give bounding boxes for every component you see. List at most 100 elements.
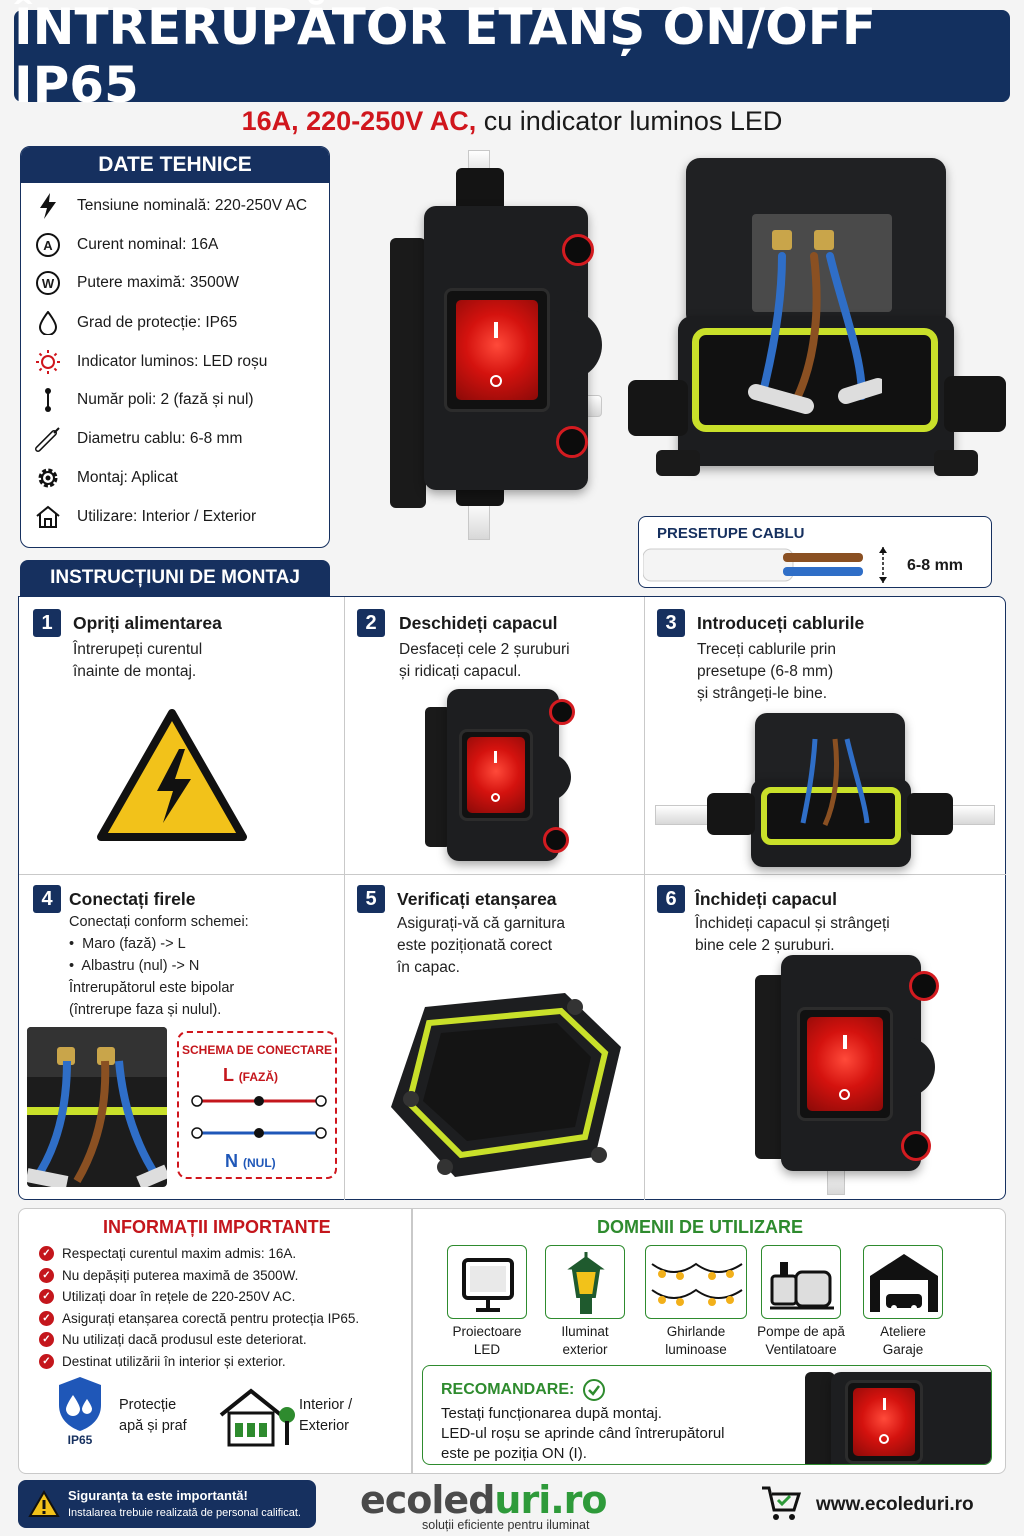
check-icon: ✓ — [39, 1246, 54, 1262]
pump-icon — [770, 1262, 834, 1310]
recommendation-box: RECOMANDARE: Testați funcționarea după m… — [422, 1365, 992, 1465]
string-lights-icon — [651, 1262, 743, 1306]
important-list: ✓Respectați curentul maxim admis: 16A. ✓… — [39, 1243, 359, 1372]
safety-banner: Siguranța ta este importantă! Instalarea… — [18, 1480, 316, 1528]
website-link[interactable]: www.ecoleduri.ro — [816, 1494, 974, 1515]
safety-title: Siguranța ta este importantă! — [68, 1488, 248, 1503]
page-title: ÎNTRERUPĂTOR ETANȘ ON/OFF IP65 — [14, 0, 877, 114]
check-icon: ✓ — [39, 1353, 54, 1369]
important-item: ✓Respectați curentul maxim admis: 16A. — [39, 1243, 359, 1265]
step-2-title: Deschideți capacul — [399, 613, 558, 633]
subtitle-led: cu indicator luminos LED — [476, 106, 783, 136]
high-voltage-warning-icon — [97, 709, 247, 841]
ampere-icon: A — [33, 230, 63, 260]
check-icon: ✓ — [39, 1332, 54, 1348]
tech-text-cable: Diametru cablu: 6-8 mm — [77, 430, 243, 447]
step-3-title: Introduceți cablurile — [697, 613, 865, 633]
important-item: ✓Asigurați etanșarea corectă pentru prot… — [39, 1308, 359, 1330]
tech-row-usage: Utilizare: Interior / Exterior — [33, 502, 256, 532]
step-4-card: 4 Conectați firele Conectați conform sch… — [19, 875, 345, 1200]
step-6-switch-image — [755, 955, 939, 1195]
tech-text-current: Curent nominal: 16A — [77, 236, 219, 253]
recommendation-text: Testați funcționarea după montaj.LED-ul … — [441, 1405, 725, 1462]
important-item: ✓Destinat utilizării în interior și exte… — [39, 1351, 359, 1373]
inout-text: Interior /Exterior — [299, 1397, 353, 1434]
step-2-switch-image — [425, 689, 575, 867]
check-icon: ✓ — [39, 1310, 54, 1326]
schema-lines — [191, 1095, 327, 1139]
hero-switch-closed — [386, 150, 602, 540]
step-3-card: 3 Introduceți cablurile Treceți cabluril… — [645, 597, 1006, 875]
title-banner: ÎNTRERUPĂTOR ETANȘ ON/OFF IP65 — [14, 0, 1010, 114]
tech-text-poles: Număr poli: 2 (fază și nul) — [77, 391, 254, 408]
tech-row-current: A Curent nominal: 16A — [33, 230, 218, 260]
step-1-title: Opriți alimentarea — [73, 613, 222, 633]
instructions-grid: 1 Opriți alimentarea Întrerupeți curentu… — [18, 596, 1006, 1200]
garage-icon — [870, 1254, 938, 1312]
important-item: ✓Nu utilizați dacă produsul este deterio… — [39, 1329, 359, 1351]
recommendation-switch-image — [805, 1372, 991, 1464]
tech-row-led: Indicator luminos: LED roșu — [33, 347, 267, 377]
step-4-text: Conectați conform schemei: • Maro (fază)… — [69, 914, 249, 1018]
brand-tagline: soluții eficiente pentru iluminat — [422, 1518, 590, 1532]
shopping-cart-icon — [762, 1486, 802, 1520]
step-5-gasket-image — [391, 993, 621, 1177]
warning-icon — [28, 1490, 60, 1517]
house-icon — [33, 502, 63, 532]
house-tree-icon — [219, 1388, 295, 1447]
recommendation-title: RECOMANDARE: — [441, 1381, 575, 1398]
step-1-number: 1 — [33, 609, 61, 637]
step-1-card: 1 Opriți alimentarea Întrerupeți curentu… — [19, 597, 345, 875]
recommendation-header: RECOMANDARE: — [441, 1378, 606, 1402]
step-5-title: Verificați etanșarea — [397, 889, 557, 909]
step-5-card: 5 Verificați etanșarea Asigurați-vă că g… — [345, 875, 645, 1200]
tech-text-mount: Montaj: Aplicat — [77, 469, 178, 486]
tech-text-voltage: Tensiune nominală: 220-250V AC — [77, 197, 308, 214]
info-panel: INFORMAȚII IMPORTANTE ✓Respectați curent… — [18, 1208, 1006, 1474]
subtitle-specs: 16A, 220-250V AC, — [241, 106, 477, 136]
lantern-icon — [567, 1252, 605, 1314]
hero-switch-open — [622, 150, 1012, 500]
check-icon: ✓ — [39, 1289, 54, 1305]
tech-text-power: Putere maximă: 3500W — [77, 274, 239, 291]
ip65-badge: IP65 — [55, 1375, 105, 1451]
gear-icon — [33, 463, 63, 493]
page-subtitle: 16A, 220-250V AC, cu indicator luminos L… — [0, 106, 1024, 137]
instructions-title: INSTRUCȚIUNI DE MONTAJ — [20, 560, 330, 596]
domain-card-floodlight — [447, 1245, 527, 1319]
tech-row-mount: Montaj: Aplicat — [33, 463, 178, 493]
water-drop-icon — [33, 308, 63, 338]
domains-title: DOMENII DE UTILIZARE — [597, 1217, 803, 1237]
step-2-number: 2 — [357, 609, 385, 637]
tech-row-power: W Putere maximă: 3500W — [33, 268, 239, 298]
tech-row-cable: Diametru cablu: 6-8 mm — [33, 424, 242, 454]
cable-gland-title: PRESETUPE CABLU — [657, 525, 805, 542]
schema-l-label: L (FAZĂ) — [223, 1065, 279, 1085]
watt-icon: W — [33, 268, 63, 298]
step-4-number: 4 — [33, 885, 61, 913]
step-4-terminal-photo — [27, 1027, 167, 1187]
tech-data-title: DATE TEHNICE — [21, 147, 329, 183]
check-circle-icon — [583, 1379, 606, 1401]
step-6-card: 6 Închideți capacul Închideți capacul și… — [645, 875, 1006, 1200]
connection-schema: SCHEMA DE CONECTARE L (FAZĂ) N (NUL) — [177, 1031, 337, 1179]
tech-text-usage: Utilizare: Interior / Exterior — [77, 508, 257, 525]
domain-card-pump — [761, 1245, 841, 1319]
cable-gland-size: 6-8 mm — [907, 557, 964, 574]
tech-text-protection: Grad de protecție: IP65 — [77, 314, 238, 331]
step-6-number: 6 — [657, 885, 685, 913]
tech-row-voltage: Tensiune nominală: 220-250V AC — [33, 191, 307, 221]
step-6-title: Închideți capacul — [695, 889, 837, 909]
poles-icon — [33, 385, 63, 415]
brand-name: ecoleduri.ro — [360, 1478, 608, 1522]
safety-text: Instalarea trebuie realizată de personal… — [68, 1507, 301, 1519]
